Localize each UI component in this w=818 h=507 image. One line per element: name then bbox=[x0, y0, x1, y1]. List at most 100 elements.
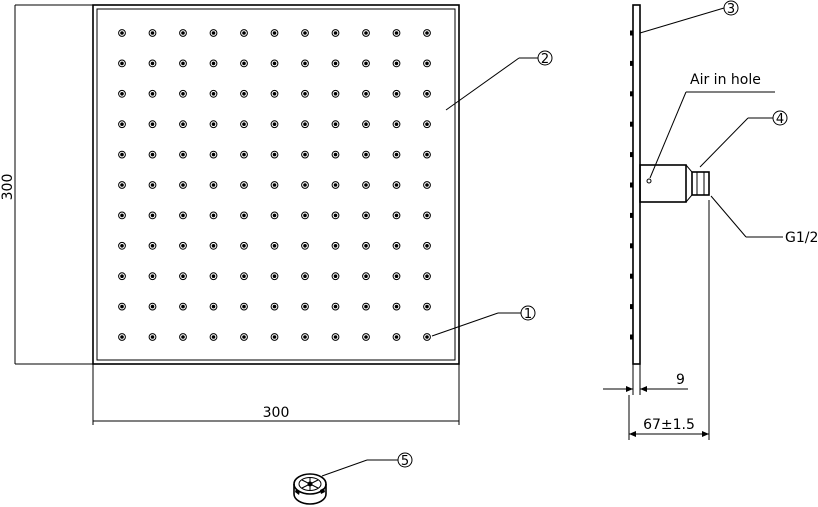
nozzle-center bbox=[333, 92, 338, 96]
nozzle bbox=[301, 211, 309, 220]
nozzle-center bbox=[150, 274, 155, 279]
nozzle bbox=[118, 150, 126, 159]
nozzle-center bbox=[394, 92, 399, 96]
nozzle-center bbox=[394, 31, 399, 35]
nozzle bbox=[148, 29, 157, 37]
nozzle-center bbox=[272, 152, 277, 157]
thickness-dimension: 9 bbox=[603, 364, 688, 395]
nozzle bbox=[331, 89, 340, 98]
side-nozzle-nub bbox=[630, 182, 633, 188]
nozzle-center bbox=[394, 274, 399, 279]
nozzle-center bbox=[425, 304, 429, 309]
nozzle bbox=[301, 333, 309, 341]
nozzle-center bbox=[150, 122, 155, 126]
nozzle bbox=[392, 181, 401, 189]
nozzle-center bbox=[333, 244, 338, 248]
nozzle bbox=[362, 150, 370, 159]
nozzle bbox=[331, 272, 340, 281]
nozzle bbox=[362, 29, 370, 37]
nozzle bbox=[148, 302, 157, 311]
nozzle bbox=[301, 89, 309, 98]
nozzle-center bbox=[181, 31, 185, 35]
nozzle-center bbox=[211, 304, 216, 309]
nozzle-center bbox=[120, 152, 124, 157]
nozzle-center bbox=[150, 92, 155, 96]
nozzle-center bbox=[120, 31, 124, 35]
nozzle-center bbox=[211, 122, 216, 126]
nozzle-center bbox=[272, 183, 277, 187]
nozzle bbox=[423, 333, 431, 341]
nozzle bbox=[240, 302, 248, 311]
nozzle-center bbox=[181, 335, 185, 339]
nozzle-center bbox=[120, 274, 124, 279]
nozzle-center bbox=[364, 92, 368, 96]
nozzle bbox=[148, 211, 157, 220]
callout-3: 3 bbox=[639, 0, 739, 34]
nozzle bbox=[118, 181, 126, 189]
nozzle bbox=[209, 89, 218, 98]
side-nozzle-nub bbox=[630, 121, 633, 127]
nozzle-center bbox=[150, 213, 155, 218]
nozzle-center bbox=[120, 61, 124, 66]
nozzle bbox=[331, 150, 340, 159]
nozzle-center bbox=[272, 213, 277, 218]
nozzle bbox=[362, 181, 370, 189]
nozzle-center bbox=[181, 244, 185, 248]
nozzle-center bbox=[120, 304, 124, 309]
nozzle bbox=[118, 59, 126, 68]
nozzle bbox=[392, 89, 401, 98]
nozzle-center bbox=[242, 122, 246, 126]
nozzle-center bbox=[394, 152, 399, 157]
nozzle bbox=[270, 59, 279, 68]
nozzle-center bbox=[364, 152, 368, 157]
nozzle-center bbox=[150, 31, 155, 35]
nozzle bbox=[118, 272, 126, 281]
nozzle bbox=[423, 272, 431, 281]
nozzle bbox=[362, 120, 370, 129]
nozzle-center bbox=[394, 335, 399, 339]
nozzle-center bbox=[150, 304, 155, 309]
nozzle-center bbox=[211, 335, 216, 339]
nozzle bbox=[148, 272, 157, 281]
nozzle-center bbox=[303, 31, 307, 35]
nozzle-center bbox=[364, 304, 368, 309]
nozzle-center bbox=[303, 92, 307, 96]
callout-2-text: 2 bbox=[541, 52, 549, 67]
nozzle bbox=[240, 333, 248, 341]
nozzle bbox=[301, 272, 309, 281]
nozzle bbox=[179, 181, 187, 189]
nozzle-center bbox=[211, 92, 216, 96]
thickness-dimension-text: 9 bbox=[676, 372, 685, 388]
nozzle-center bbox=[303, 335, 307, 339]
nozzle-center bbox=[242, 152, 246, 157]
nozzle-center bbox=[211, 31, 216, 35]
shower-head-plate-inner-border bbox=[96, 8, 456, 361]
nozzle-center bbox=[181, 304, 185, 309]
shower-head-plate-outline bbox=[92, 4, 460, 365]
nozzle-center bbox=[394, 61, 399, 66]
nozzle-center bbox=[333, 152, 338, 157]
depth-dimension: 67±1.5 bbox=[628, 200, 710, 440]
nozzle-center bbox=[425, 335, 429, 339]
height-dimension: 300 bbox=[0, 4, 93, 365]
nozzle-center bbox=[425, 152, 429, 157]
nozzle-center bbox=[303, 304, 307, 309]
nozzle-center bbox=[150, 61, 155, 66]
nozzle-center bbox=[181, 122, 185, 126]
nozzle bbox=[179, 302, 187, 311]
nozzle bbox=[179, 59, 187, 68]
nozzle bbox=[392, 302, 401, 311]
nozzle-center bbox=[364, 61, 368, 66]
nozzle bbox=[301, 120, 309, 129]
callout-1-text: 1 bbox=[524, 307, 532, 322]
side-nozzle-nub bbox=[630, 152, 633, 158]
nozzle-center bbox=[242, 335, 246, 339]
nozzle-center bbox=[364, 31, 368, 35]
nozzle-center bbox=[425, 31, 429, 35]
side-plate bbox=[632, 4, 641, 365]
nozzle-center bbox=[303, 183, 307, 187]
side-view bbox=[630, 4, 710, 365]
nozzle-center bbox=[333, 213, 338, 218]
nozzle bbox=[179, 333, 187, 341]
